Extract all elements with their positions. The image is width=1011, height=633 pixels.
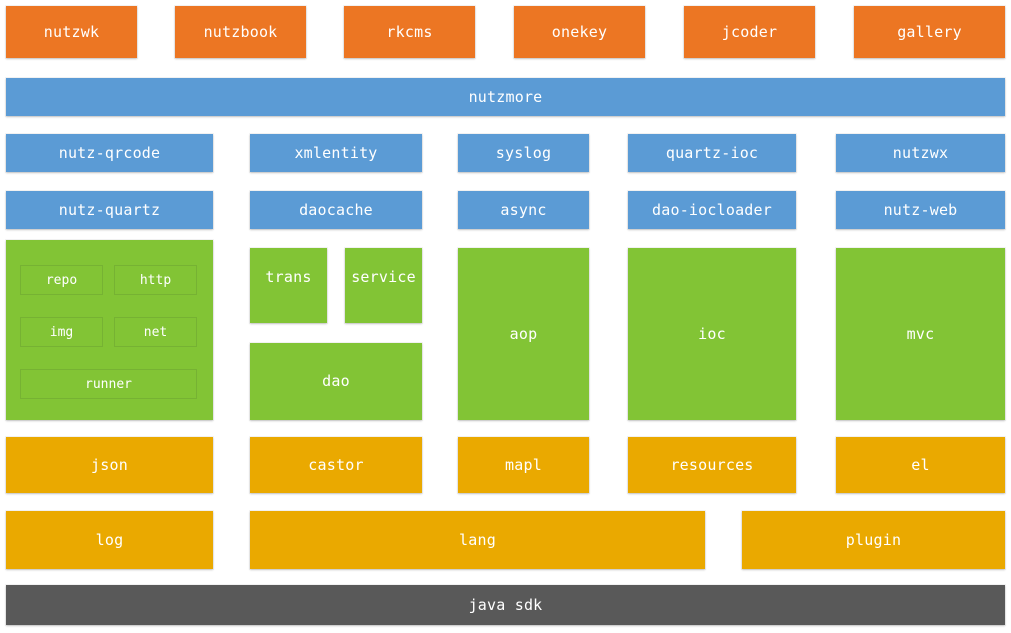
base-row-1-node-mapl[interactable]: mapl [458,437,589,493]
base-row-1-node-resources[interactable]: resources [628,437,796,493]
applications-node-nutzbook[interactable]: nutzbook [175,6,306,58]
base-row-1-node-castor[interactable]: castor [250,437,422,493]
base-row-2-node-lang[interactable]: lang [250,511,705,569]
base-row-2-node-plugin[interactable]: plugin [742,511,1005,569]
aggregator-node-nutzmore[interactable]: nutzmore [6,78,1005,116]
core-node-trans[interactable]: trans [250,248,327,323]
core-utilities-panel [6,240,213,420]
core-node-service[interactable]: service [345,248,422,323]
core-node-ioc[interactable]: ioc [628,248,796,420]
modules-row-1-node-quartz-ioc[interactable]: quartz-ioc [628,134,796,172]
modules-row-2-node-dao-iocloader[interactable]: dao-iocloader [628,191,796,229]
applications-node-jcoder[interactable]: jcoder [684,6,815,58]
modules-row-2-node-nutz-web[interactable]: nutz-web [836,191,1005,229]
core-subnode-img[interactable]: img [20,317,103,347]
core-node-dao[interactable]: dao [250,343,422,420]
applications-node-onekey[interactable]: onekey [514,6,645,58]
applications-node-gallery[interactable]: gallery [854,6,1005,58]
base-row-1-node-el[interactable]: el [836,437,1005,493]
applications-node-nutzwk[interactable]: nutzwk [6,6,137,58]
core-subnode-repo[interactable]: repo [20,265,103,295]
modules-row-1-node-nutzwx[interactable]: nutzwx [836,134,1005,172]
core-subnode-runner[interactable]: runner [20,369,197,399]
core-subnode-net[interactable]: net [114,317,197,347]
core-node-aop[interactable]: aop [458,248,589,420]
modules-row-1-node-nutz-qrcode[interactable]: nutz-qrcode [6,134,213,172]
modules-row-1-node-xmlentity[interactable]: xmlentity [250,134,422,172]
core-node-mvc[interactable]: mvc [836,248,1005,420]
base-row-2-node-log[interactable]: log [6,511,213,569]
modules-row-2-node-nutz-quartz[interactable]: nutz-quartz [6,191,213,229]
modules-row-1-node-syslog[interactable]: syslog [458,134,589,172]
base-row-1-node-json[interactable]: json [6,437,213,493]
applications-node-rkcms[interactable]: rkcms [344,6,475,58]
core-subnode-http[interactable]: http [114,265,197,295]
modules-row-2-node-daocache[interactable]: daocache [250,191,422,229]
platform-node-java sdk[interactable]: java sdk [6,585,1005,625]
modules-row-2-node-async[interactable]: async [458,191,589,229]
